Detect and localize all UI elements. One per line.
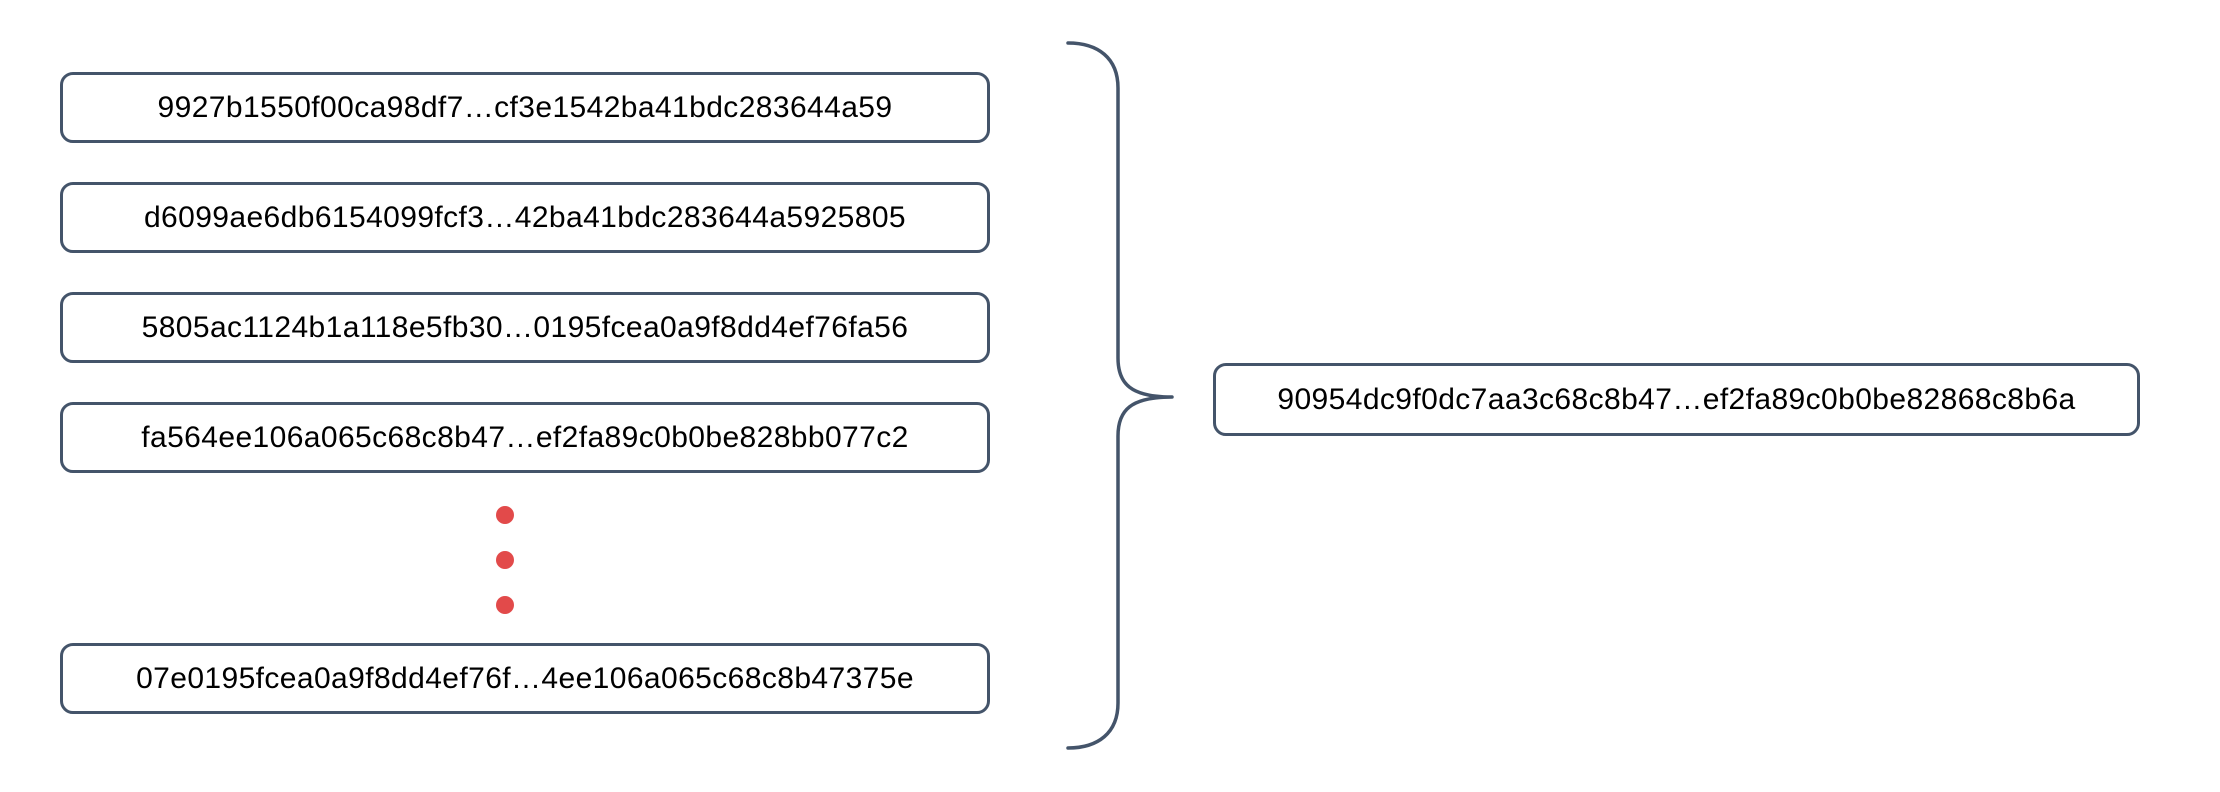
ellipsis-dot bbox=[496, 506, 514, 524]
hash-box-1: 9927b1550f00ca98df7…cf3e1542ba41bdc28364… bbox=[60, 72, 990, 143]
curly-brace-icon bbox=[1066, 41, 1174, 750]
hash-box-3: 5805ac1124b1a118e5fb30…0195fcea0a9f8dd4e… bbox=[60, 292, 990, 363]
ellipsis-dot bbox=[496, 551, 514, 569]
hash-value-1: 9927b1550f00ca98df7…cf3e1542ba41bdc28364… bbox=[157, 90, 893, 124]
result-hash-box: 90954dc9f0dc7aa3c68c8b47…ef2fa89c0b0be82… bbox=[1213, 363, 2140, 436]
result-hash-value: 90954dc9f0dc7aa3c68c8b47…ef2fa89c0b0be82… bbox=[1277, 382, 2076, 416]
hash-value-3: 5805ac1124b1a118e5fb30…0195fcea0a9f8dd4e… bbox=[141, 310, 909, 344]
hash-box-5: 07e0195fcea0a9f8dd4ef76f…4ee106a065c68c8… bbox=[60, 643, 990, 714]
hash-box-4: fa564ee106a065c68c8b47…ef2fa89c0b0be828b… bbox=[60, 402, 990, 473]
hash-value-2: d6099ae6db6154099fcf3…42ba41bdc283644a59… bbox=[143, 200, 907, 234]
hash-value-4: fa564ee106a065c68c8b47…ef2fa89c0b0be828b… bbox=[141, 420, 909, 454]
hash-box-2: d6099ae6db6154099fcf3…42ba41bdc283644a59… bbox=[60, 182, 990, 253]
ellipsis-dot bbox=[496, 596, 514, 614]
vertical-ellipsis-icon bbox=[496, 506, 514, 614]
hash-value-5: 07e0195fcea0a9f8dd4ef76f…4ee106a065c68c8… bbox=[136, 661, 914, 695]
